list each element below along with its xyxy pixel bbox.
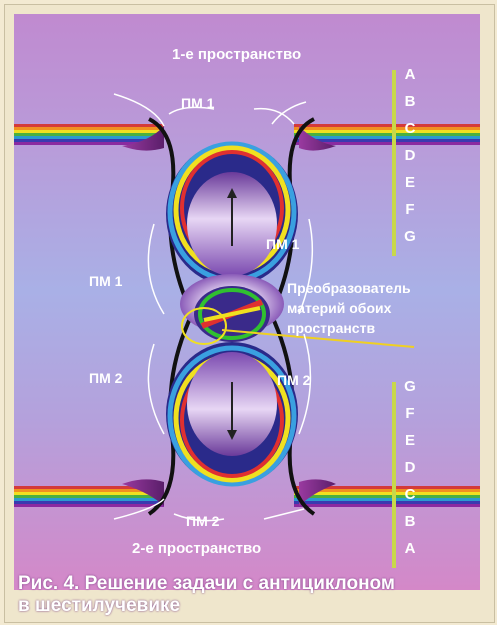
letter-bottom-3: E xyxy=(400,432,420,449)
vortex-top xyxy=(166,142,298,286)
pm2-label-left: ПМ 2 xyxy=(89,370,122,386)
letter-bottom-6: B xyxy=(400,513,420,530)
letter-bottom-5: C xyxy=(400,486,420,503)
vortex-bottom xyxy=(166,342,298,486)
pm1-label-left: ПМ 1 xyxy=(89,273,122,289)
converter-label-line-3: пространств xyxy=(287,318,411,338)
pm1-label-top: ПМ 1 xyxy=(181,95,214,111)
space-top-label: 1-е пространство xyxy=(172,46,301,63)
letter-top-1: A xyxy=(400,66,420,83)
letter-bottom-1: G xyxy=(400,378,420,395)
converter-label: Преобразователь материй обоих пространст… xyxy=(287,278,411,338)
letter-bottom-4: D xyxy=(400,459,420,476)
stream-top-right xyxy=(294,124,480,145)
pm1-label-right: ПМ 1 xyxy=(266,236,299,252)
letter-top-4: D xyxy=(400,147,420,164)
caption-line-1: Рис. 4. Решение задачи с антициклоном xyxy=(18,573,496,595)
scale-bar-bottom xyxy=(392,382,396,568)
letter-bottom-2: F xyxy=(400,405,420,422)
pm2-label-bottom: ПМ 2 xyxy=(186,513,219,529)
letter-bottom-7: A xyxy=(400,540,420,557)
caption-line-2: в шестилучевике xyxy=(18,595,496,617)
scale-bar-top xyxy=(392,70,396,256)
letter-top-7: G xyxy=(400,228,420,245)
figure-caption: Рис. 4. Решение задачи с антициклоном в … xyxy=(18,573,496,617)
pm2-label-right: ПМ 2 xyxy=(277,372,310,388)
space-bottom-label: 2-е пространство xyxy=(132,540,261,557)
converter-label-line-2: материй обоих xyxy=(287,298,411,318)
converter-label-line-1: Преобразователь xyxy=(287,278,411,298)
letter-top-6: F xyxy=(400,201,420,218)
letter-top-2: B xyxy=(400,93,420,110)
letter-top-5: E xyxy=(400,174,420,191)
letter-top-3: C xyxy=(400,120,420,137)
diagram-panel: 1-е пространство 2-е пространство ПМ 1 П… xyxy=(14,14,480,590)
